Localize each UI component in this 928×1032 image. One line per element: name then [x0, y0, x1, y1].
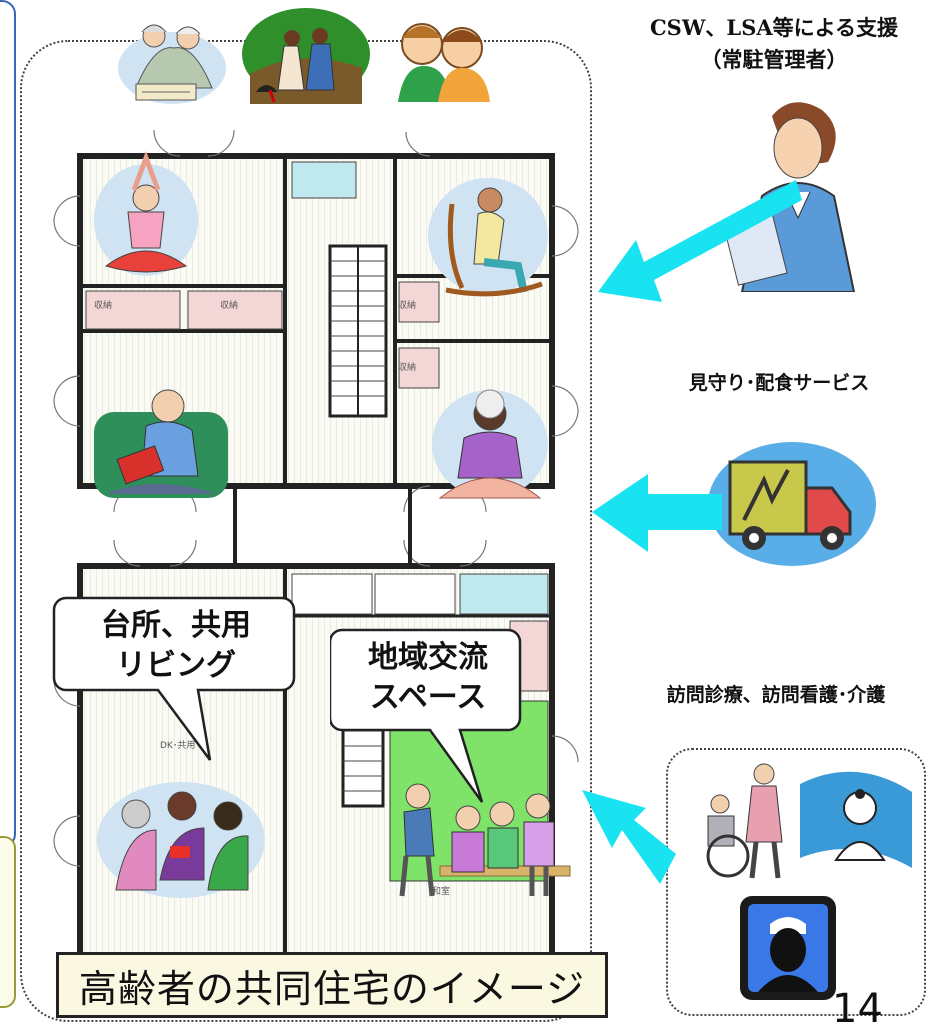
- storage-label-3: 収納: [398, 301, 417, 311]
- rocking-chair-man-icon: [428, 178, 548, 297]
- storage-label-1: 収納: [94, 301, 113, 311]
- storage-label-4: 収納: [398, 363, 417, 373]
- kitchen-callout-line2: リビング: [116, 648, 236, 683]
- visit-care-label: 訪問診療、訪問看護･介護: [666, 684, 886, 706]
- delivery-truck-icon: [708, 442, 876, 566]
- support-arrow: [598, 180, 802, 302]
- storage-label-2: 収納: [220, 301, 239, 311]
- community-callout: 地域交流 スペース: [340, 638, 516, 718]
- knitting-woman-icon: [432, 389, 548, 499]
- walking-couple-icon: [242, 8, 370, 104]
- yoga-woman-icon: [94, 150, 198, 276]
- card-players-icon: [97, 782, 265, 898]
- community-callout-line2: スペース: [369, 680, 487, 715]
- reading-man-icon: [94, 389, 228, 498]
- meal-arrow: [592, 474, 722, 552]
- kitchen-callout: 台所、共用 リビング: [62, 606, 290, 686]
- watch-meal-label: 見守り･配食サービス: [688, 372, 870, 394]
- community-callout-bubble: [330, 628, 522, 803]
- elderly-couple-icon: [118, 24, 226, 104]
- csw-support-label: CSW、LSA等による支援: [649, 15, 899, 40]
- living-dk-label: DK･共用: [160, 741, 196, 751]
- resident-manager-label: （常駐管理者）: [700, 47, 848, 72]
- doctor-icon: [800, 771, 912, 868]
- nurse-icon: [740, 896, 836, 1000]
- care-arrow: [582, 790, 676, 884]
- left-panel-olive: [0, 836, 16, 1008]
- wheelchair-caregiver-icon: [706, 763, 783, 879]
- kitchen-callout-bubble: [52, 596, 296, 761]
- group-elders-icon: [399, 783, 571, 897]
- support-woman-icon: [722, 102, 856, 292]
- page-number: 14: [832, 986, 883, 1032]
- kitchen-callout-line1: 台所、共用: [101, 608, 251, 643]
- tatami-label: 和室: [432, 887, 451, 897]
- community-callout-line1: 地域交流: [368, 640, 488, 675]
- left-panel-blue: [0, 0, 16, 848]
- page-title: 高齢者の共同住宅のイメージ: [56, 952, 608, 1018]
- children-icon: [398, 23, 490, 102]
- care-providers-frame: [666, 748, 926, 1016]
